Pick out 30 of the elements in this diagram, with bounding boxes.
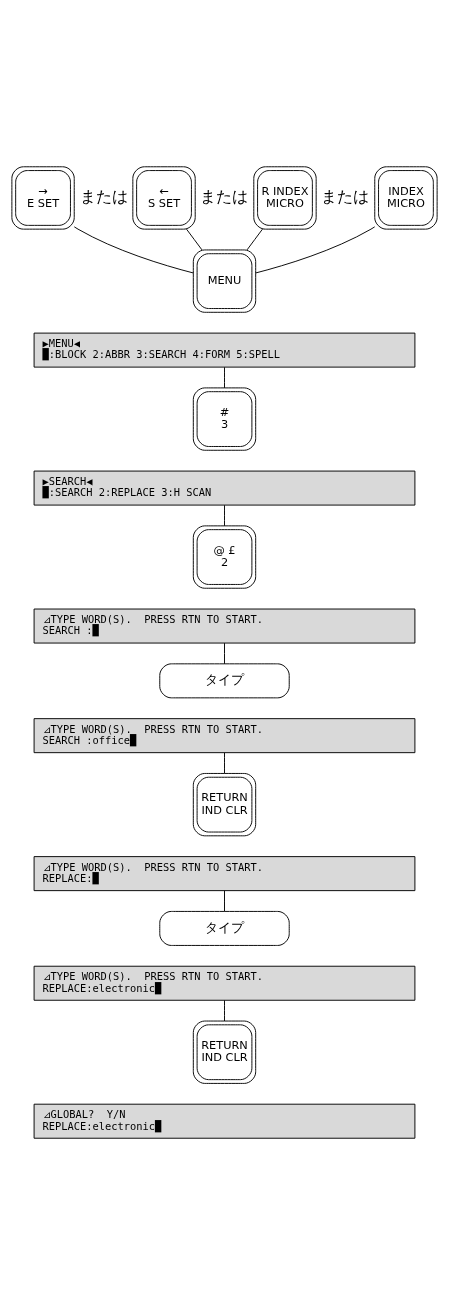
node-box: → E SET <box>11 165 75 230</box>
node-box: RETURN IND CLR <box>192 772 257 836</box>
connector <box>224 642 225 664</box>
label: または <box>79 186 128 206</box>
node-box: ▶SEARCH◀ █:SEARCH 2:REPLACE 3:H SCAN <box>33 470 416 506</box>
node-box: ▶MENU◀ █:BLOCK 2:ABBR 3:SEARCH 4:FORM 5:SPELL <box>33 332 416 368</box>
node-box: タイプ <box>159 662 290 698</box>
node-box: タイプ <box>159 910 290 946</box>
connector <box>224 999 225 1021</box>
connector <box>224 751 225 774</box>
node-box: ⊿TYPE WORD(S). PRESS RTN TO START. SEARCH :office█ <box>33 717 416 753</box>
node-box: R INDEX MICRO <box>253 165 317 230</box>
label: または <box>200 186 249 206</box>
connector <box>255 225 376 273</box>
node-box: ⊿TYPE WORD(S). PRESS RTN TO START. REPLACE:█ <box>33 855 416 891</box>
connector <box>246 228 263 250</box>
node-box: # 3 <box>192 386 257 451</box>
connector <box>224 366 225 388</box>
node-box: MENU <box>192 248 257 313</box>
label: または <box>321 186 370 206</box>
node-box: ⊿GLOBAL? Y/N REPLACE:electronic█ <box>33 1103 416 1139</box>
connector <box>224 889 225 912</box>
connector <box>73 225 194 273</box>
node-box: @ £ 2 <box>192 524 257 589</box>
node-box: INDEX MICRO <box>374 165 438 230</box>
node-box: ← S SET <box>132 165 196 230</box>
node-box: ⊿TYPE WORD(S). PRESS RTN TO START. SEARCH :█ <box>33 608 416 643</box>
connector <box>186 228 203 250</box>
connector <box>224 504 225 526</box>
node-box: ⊿TYPE WORD(S). PRESS RTN TO START. REPLACE:electronic█ <box>33 965 416 1001</box>
